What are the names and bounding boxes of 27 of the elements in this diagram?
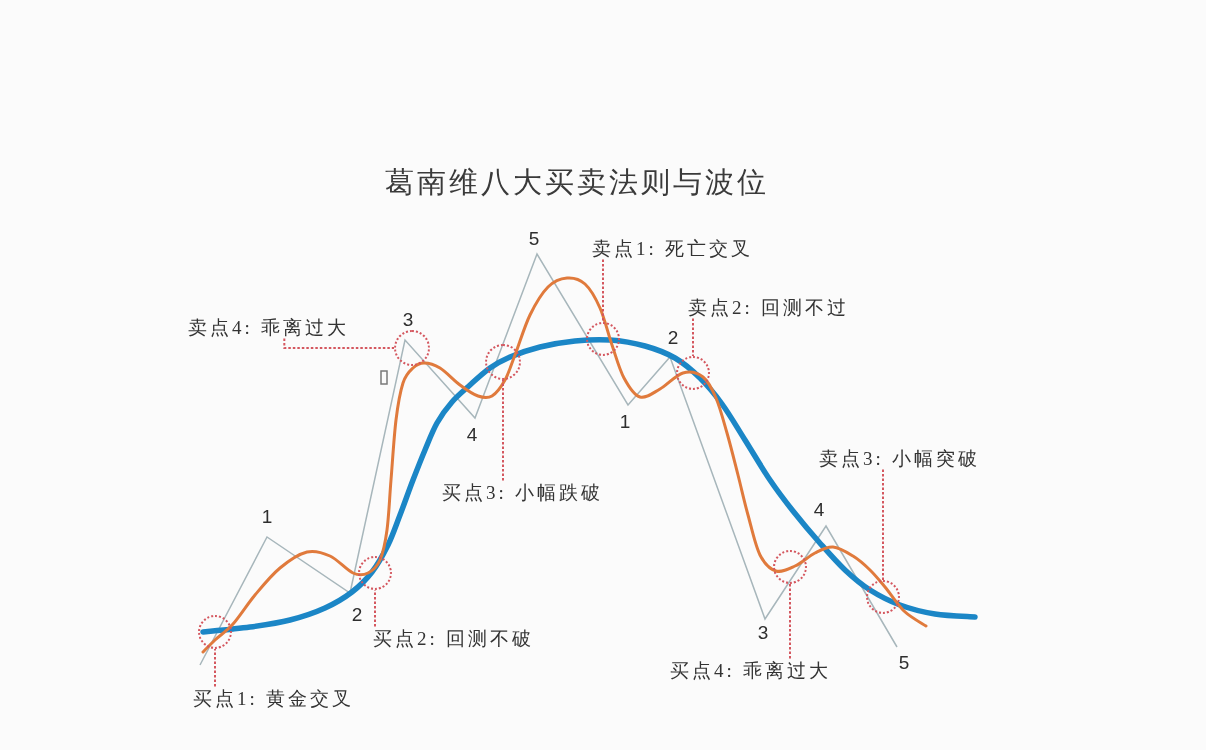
wave-number: 1 (261, 506, 273, 528)
leader-line (502, 379, 504, 482)
leader-line (692, 317, 694, 357)
wave-number: 4 (466, 424, 478, 446)
wave-number: 2 (351, 604, 363, 626)
leader-line (882, 468, 884, 581)
wave-number: 3 (402, 309, 414, 331)
annotation-text: 买点4: 乖离过大 (670, 658, 831, 682)
annotation-text: 卖点3: 小幅突破 (819, 446, 980, 470)
annotation-text: 买点1: 黄金交叉 (193, 686, 354, 710)
wave-number: 3 (757, 622, 769, 644)
annotation-text: 卖点1: 死亡交叉 (592, 236, 753, 260)
annotation-text: 卖点2: 回测不过 (688, 295, 849, 319)
wave-number: 2 (667, 327, 679, 349)
wave-number: 5 (528, 228, 540, 250)
annotation-text: 买点2: 回测不破 (373, 626, 534, 650)
leader-line (789, 583, 791, 660)
wave-number: 4 (813, 499, 825, 521)
annotation-text: 买点3: 小幅跌破 (442, 480, 603, 504)
leader-line (602, 258, 604, 323)
wave-number: 1 (619, 411, 631, 433)
leader-line (374, 589, 376, 628)
leader-line (214, 648, 216, 688)
chart-title: 葛南维八大买卖法则与波位 (385, 165, 769, 200)
annotation-text: 卖点4: 乖离过大 (188, 315, 349, 339)
wave-number: 5 (898, 652, 910, 674)
leader-line (283, 337, 395, 349)
